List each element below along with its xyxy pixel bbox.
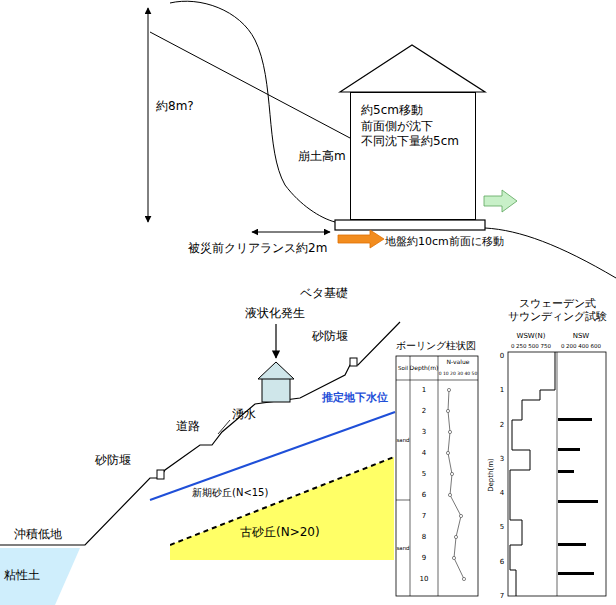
node-text: 約5cm移動 前面側が沈下 不同沈下量約5cm — [361, 103, 465, 150]
n-value-profile — [448, 390, 464, 579]
chart-axis-label: 1 — [422, 386, 426, 394]
depth-tick: 5 — [500, 523, 504, 531]
depth-tick: 4 — [500, 489, 504, 497]
region-shape — [170, 450, 394, 560]
chart-axis-label: 3 — [422, 428, 426, 436]
chart-axis-label: Depth(m) — [410, 365, 439, 372]
ground-move-arrow — [338, 230, 384, 248]
annotation-label: 道路 — [176, 420, 200, 434]
annotation-label: ボーリング柱状図 — [396, 340, 476, 352]
annotation-label: 砂防堰 — [95, 454, 131, 468]
chart-axis-label: Depth(m) — [487, 458, 495, 492]
chart-axis-label: 7 — [422, 512, 426, 520]
annotation-label: 崩土高m — [298, 150, 346, 164]
chart-axis-label: 5 — [422, 470, 426, 478]
depth-tick: 0 — [500, 352, 504, 360]
chart-axis-label: 0 200 400 600 — [561, 343, 601, 349]
chart-axis-label: 2 — [422, 407, 426, 415]
chart-axis-label: sand — [396, 545, 409, 551]
check-dam-symbol — [157, 470, 164, 479]
chart-axis-label: WSW(N) — [517, 332, 546, 340]
chart-axis-label: 6 — [422, 491, 426, 499]
spring-leader — [218, 420, 230, 434]
annotation-label: 推定地下水位 — [322, 392, 388, 405]
house-box: 約5cm移動 前面側が沈下 不同沈下量約5cm — [350, 92, 476, 220]
annotation-label: 新期砂丘(N<15) — [192, 487, 268, 499]
chart-axis-label: 8 — [422, 533, 426, 541]
annotation-label: スウェーデン式 サウンディング試験 — [502, 298, 612, 323]
chart-axis-label: N-value — [447, 359, 470, 366]
annotation-label: ベタ基礎 — [300, 287, 348, 301]
chart-axis-label: 0 250 500 750 — [511, 343, 551, 349]
annotation-label: 湧水 — [232, 408, 256, 422]
ground-line — [485, 228, 616, 278]
depth-tick: 2 — [500, 421, 504, 429]
depth-tick: 3 — [500, 455, 504, 463]
node-text: 古砂丘(N>20) — [240, 525, 320, 541]
chart-axis-label: sand — [396, 437, 409, 443]
depth-tick: 6 — [500, 558, 504, 566]
chart-axis-label: NSW — [573, 332, 590, 340]
chart-axis-label: 4 — [422, 449, 426, 457]
old-dune-region: 古砂丘(N>20) — [170, 450, 394, 560]
wsw-profile — [510, 352, 555, 596]
original-slope-line — [150, 32, 350, 138]
node-text: 粘性土 — [4, 568, 40, 584]
depth-tick: 1 — [500, 386, 504, 394]
mat-foundation — [335, 220, 485, 230]
chart-axis-label: 9 — [422, 554, 426, 562]
clay-region: 粘性土 — [0, 548, 85, 605]
annotation-label: 液状化発生 — [245, 307, 305, 321]
liquefaction-arrow — [275, 324, 276, 358]
chart-axis-label: 10 — [420, 575, 429, 583]
annotation-label: 砂防堰 — [312, 330, 348, 344]
house-roof-symbol — [258, 362, 294, 379]
annotation-label: 地盤約10cm前面に移動 — [385, 236, 504, 249]
annotation-label: 約8m? — [156, 100, 194, 114]
chart-axis-label: Soil — [398, 365, 408, 371]
annotation-label: 沖積低地 — [14, 528, 62, 542]
clearance-dimension — [252, 232, 330, 233]
house-move-arrow — [484, 190, 517, 212]
house-roof — [340, 45, 485, 92]
sounding-frame — [508, 352, 606, 596]
height-dimension — [148, 8, 149, 222]
check-dam-symbol — [350, 358, 357, 366]
chart-axis-label: 0 10 20 30 40 50 — [439, 371, 478, 376]
house-symbol — [262, 378, 290, 402]
depth-tick: 7 — [500, 592, 504, 600]
slope-curve — [170, 1, 335, 222]
boring-log-frame — [396, 356, 478, 596]
annotation-label: 被災前クリアランス約2m — [188, 242, 327, 256]
nsw-bars — [558, 418, 598, 575]
